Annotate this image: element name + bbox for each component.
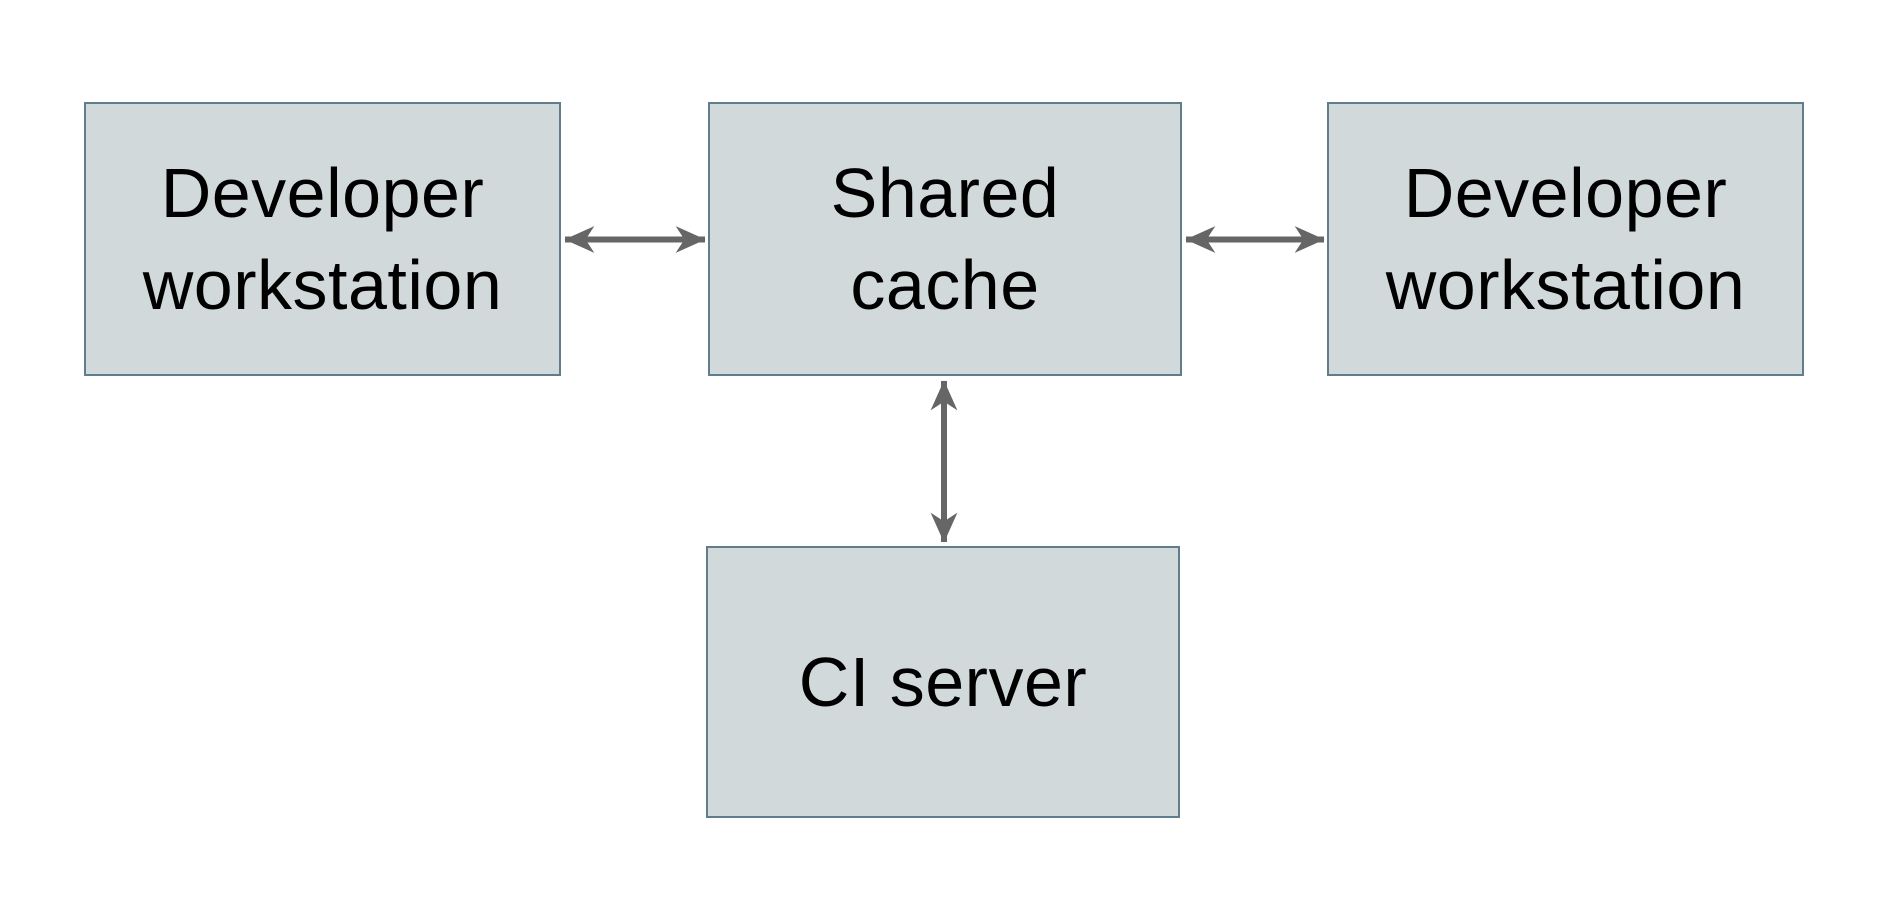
node-label-line: CI server: [798, 643, 1088, 721]
node-developer-workstation-right: Developer workstation: [1327, 102, 1804, 376]
node-shared-cache: Shared cache: [708, 102, 1182, 376]
node-label-line: Shared: [830, 154, 1060, 232]
node-developer-workstation-left: Developer workstation: [84, 102, 561, 376]
node-ci-server: CI server: [706, 546, 1180, 818]
node-label-line: Developer: [1403, 154, 1728, 232]
node-label-line: cache: [850, 246, 1040, 324]
node-label-line: workstation: [142, 246, 503, 324]
node-label-line: workstation: [1385, 246, 1746, 324]
node-label-line: Developer: [160, 154, 485, 232]
